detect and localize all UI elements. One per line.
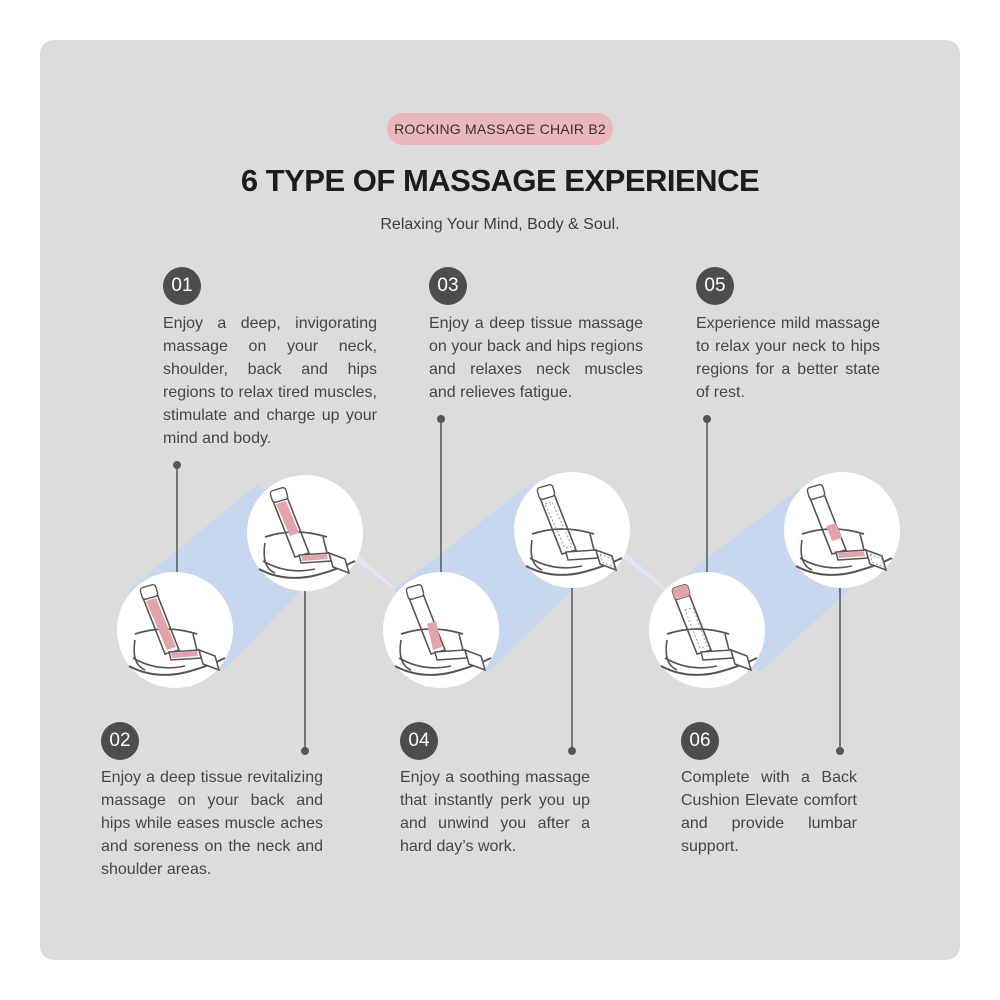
chair-circle-03 xyxy=(383,572,499,688)
mode-description-03: Enjoy a deep tissue massage on your back… xyxy=(429,315,643,401)
chair-circle-02 xyxy=(247,475,363,591)
product-badge: ROCKING MASSAGE CHAIR B2 xyxy=(387,113,613,145)
mode-description-01: Enjoy a deep, invigorating massage on yo… xyxy=(163,315,377,447)
chair-circle-04 xyxy=(514,472,630,588)
mode-number-03: 03 xyxy=(429,267,467,305)
mode-description-02: Enjoy a deep tissue revitalizing massage… xyxy=(101,769,323,878)
chair-circle-05 xyxy=(649,572,765,688)
mode-number-01: 01 xyxy=(163,267,201,305)
page-subtitle: Relaxing Your Mind, Body & Soul. xyxy=(380,216,620,233)
mode-number-02: 02 xyxy=(101,722,139,760)
connector-dots xyxy=(173,415,844,755)
mode-description-05: Experience mild massage to relax your ne… xyxy=(696,315,880,401)
page-title: 6 TYPE OF MASSAGE EXPERIENCE xyxy=(240,163,760,198)
connector-lines xyxy=(176,419,841,751)
chair-circle-06 xyxy=(784,472,900,588)
chair-circle-01 xyxy=(117,572,233,688)
mode-number-05: 05 xyxy=(696,267,734,305)
mode-description-04: Enjoy a soothing massage that instantly … xyxy=(400,769,590,855)
mode-number-04: 04 xyxy=(400,722,438,760)
mode-description-06: Complete with a Back Cushion Elevate com… xyxy=(681,769,857,855)
mode-number-06: 06 xyxy=(681,722,719,760)
